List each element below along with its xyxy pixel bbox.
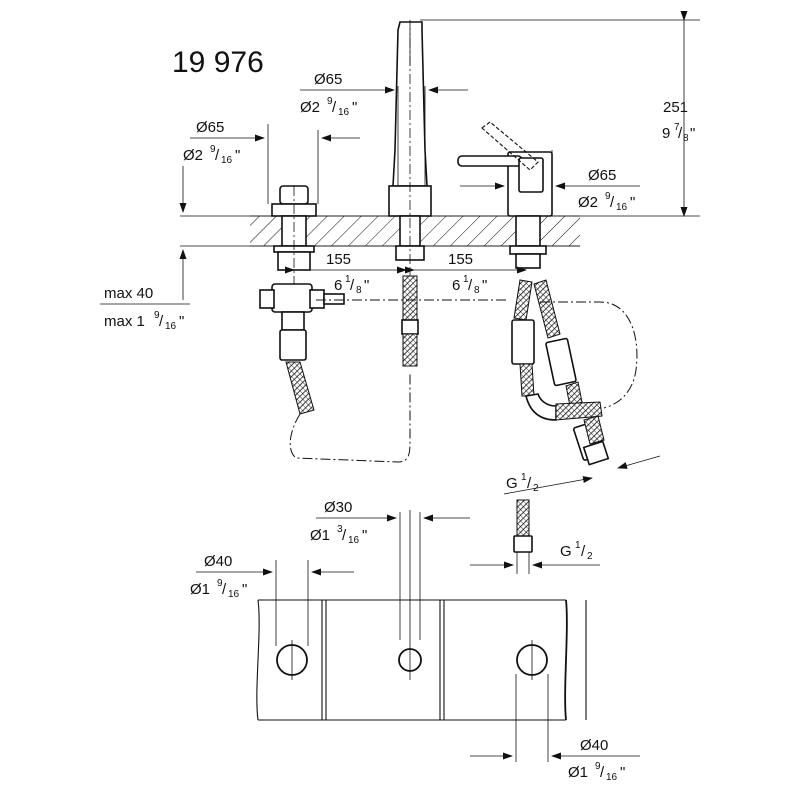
model-number: 19 976: [172, 46, 264, 79]
center-hose-lower: [402, 333, 418, 367]
spout-dia-in-num: 9: [327, 96, 333, 107]
svg-text:": ": [179, 313, 184, 330]
hole-right-in-den: 16: [606, 772, 618, 783]
max-in-whole: max 1: [104, 313, 145, 330]
height-in-num: 7: [674, 122, 680, 133]
svg-text:/: /: [581, 543, 586, 560]
spout-dia-mm: Ø65: [314, 71, 342, 88]
hand-shower: [388, 20, 432, 300]
svg-text:/: /: [215, 147, 220, 164]
spacing-left-mm: 155: [326, 251, 351, 268]
svg-text:/: /: [342, 527, 347, 544]
left-dia-mm: Ø65: [196, 119, 224, 136]
spout-dia-in-whole: Ø2: [300, 99, 320, 116]
right-dia-in-whole: Ø2: [578, 194, 598, 211]
svg-text:": ": [242, 581, 247, 598]
hole-left-in-num: 9: [217, 578, 223, 589]
max-in-num: 9: [154, 310, 160, 321]
svg-text:/: /: [159, 313, 164, 330]
diverter-body: [259, 185, 345, 361]
svg-text:/: /: [678, 125, 683, 142]
spacing-right-in-whole: 6: [452, 277, 460, 294]
hole-left-in-whole: Ø1: [190, 581, 210, 598]
right-dia-mm: Ø65: [588, 167, 616, 184]
mixer-connectors: [511, 279, 610, 466]
hole-right-in-num: 9: [595, 761, 601, 772]
g-lower-num: 1: [575, 540, 581, 551]
max-mm: max 40: [104, 285, 153, 302]
spacing-right-mm: 155: [448, 251, 473, 268]
svg-text:/: /: [468, 277, 473, 294]
height-mm: 251: [663, 99, 688, 116]
svg-text:": ": [630, 194, 635, 211]
g-upper-num: 1: [521, 472, 527, 483]
spacing-left-in-whole: 6: [334, 277, 342, 294]
hole-center-in-whole: Ø1: [310, 527, 330, 544]
g-lower-den: 2: [587, 551, 593, 562]
svg-text:/: /: [332, 99, 337, 116]
left-dia-in-whole: Ø2: [183, 147, 203, 164]
spout-dia-in-den: 16: [338, 107, 350, 118]
svg-text:": ": [352, 99, 357, 116]
height-in-whole: 9: [662, 125, 670, 142]
height-in-den: 8: [683, 133, 689, 144]
svg-text:/: /: [610, 194, 615, 211]
svg-text:/: /: [350, 277, 355, 294]
svg-text:/: /: [527, 475, 532, 492]
deck-plate: [256, 599, 587, 721]
left-dia-in-den: 16: [221, 155, 233, 166]
hole-center-mm: Ø30: [324, 499, 352, 516]
mixer-valve: [457, 121, 553, 269]
supply-hose-upper: [516, 499, 530, 537]
svg-text:": ": [620, 764, 625, 781]
spacing-left-in-den: 8: [356, 285, 362, 296]
svg-text:": ": [235, 147, 240, 164]
svg-text:": ": [364, 277, 369, 294]
left-hose: [285, 361, 315, 415]
g-upper-whole: G: [506, 475, 518, 492]
hose-loop-right: [540, 301, 638, 409]
hole-left-in-den: 16: [228, 589, 240, 600]
hole-left-mm: Ø40: [204, 553, 232, 570]
svg-text:": ": [482, 277, 487, 294]
right-dia-in-den: 16: [616, 202, 628, 213]
spacing-left-in-num: 1: [345, 274, 351, 285]
height-in-unit: ": [690, 125, 695, 142]
center-hose-upper: [402, 275, 418, 321]
svg-text:": ": [362, 527, 367, 544]
deck-section: [180, 215, 700, 247]
hose-loop-left: [289, 374, 411, 463]
spacing-right-in-num: 1: [463, 274, 469, 285]
svg-text:/: /: [222, 581, 227, 598]
max-in-den: 16: [165, 321, 177, 332]
spacing-right-in-den: 8: [474, 285, 480, 296]
right-dia-in-num: 9: [605, 191, 611, 202]
hole-right-in-whole: Ø1: [568, 764, 588, 781]
hole-center-in-num: 3: [337, 524, 343, 535]
hole-center-in-den: 16: [348, 535, 360, 546]
left-dia-in-num: 9: [210, 144, 216, 155]
svg-text:/: /: [600, 764, 605, 781]
hole-right-mm: Ø40: [580, 737, 608, 754]
g-upper-den: 2: [533, 483, 539, 494]
g-lower-whole: G: [560, 543, 572, 560]
